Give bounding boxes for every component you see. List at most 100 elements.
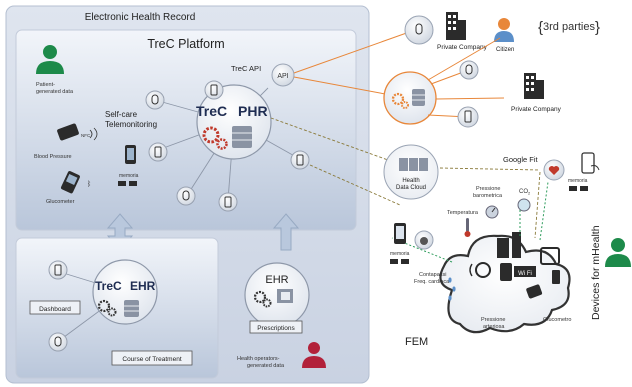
- ehr-node-title: EHR: [265, 274, 288, 286]
- apple-icon: [414, 230, 434, 250]
- co2-label: CO2: [519, 189, 531, 196]
- phr-prefix: TreC: [196, 103, 227, 119]
- gears-icon: [97, 299, 117, 317]
- gauge-icon: [485, 205, 499, 219]
- barometric-label-1: Pressione: [476, 186, 500, 192]
- glucometer-fem-label: Glucometro: [543, 317, 571, 323]
- glucometer-device: [60, 171, 80, 194]
- database-icon: [124, 300, 139, 317]
- step-counter-label: Contapassi: [419, 272, 447, 278]
- ehr-sub-node: TreC EHR: [92, 259, 158, 325]
- api-connections: [293, 29, 416, 97]
- patient-label-2: generated data: [36, 89, 74, 95]
- temperature-label: Temperatura: [447, 210, 479, 216]
- dashboard-label: Dashboard: [39, 306, 71, 313]
- phone-node: [218, 192, 238, 212]
- ehr-sub-strong: EHR: [130, 279, 156, 293]
- phr-strong: PHR: [238, 103, 268, 119]
- phone-node: [148, 142, 168, 162]
- footprints-icon: [448, 277, 456, 301]
- memoria-label: memoria: [568, 178, 588, 184]
- fem-memoria-label: memoria: [390, 251, 410, 257]
- citizen-label: Citizen: [496, 47, 514, 53]
- nfc-label: NFC: [81, 133, 91, 138]
- prescriptions-label: Prescriptions: [257, 325, 295, 332]
- operators-label-2: generated data: [247, 363, 285, 369]
- building-icon: [446, 12, 466, 40]
- phone-node: [48, 260, 68, 280]
- health-cloud-1: Health: [402, 178, 419, 184]
- fem-label: FEM: [405, 336, 428, 348]
- third-parties-text: 3rd parties: [543, 21, 595, 33]
- private-company-2: Private Company: [511, 106, 562, 113]
- self-care-label-2: Telemonitoring: [105, 120, 157, 129]
- patient-label-1: Patient-: [36, 82, 55, 88]
- platform-title: TreC Platform: [147, 37, 224, 51]
- database-icon: [412, 89, 425, 106]
- ehr-sub-prefix: TreC: [95, 279, 122, 293]
- memory-card-icon: [390, 259, 409, 264]
- ehr-node: EHR: [244, 262, 310, 328]
- blood-pressure-label: Blood Pressure: [34, 154, 72, 160]
- mouse-node: [48, 332, 68, 352]
- gears-icon: [391, 92, 409, 109]
- phone-hand-icon: [581, 152, 600, 174]
- memory-card-icon: [118, 181, 137, 186]
- phone-node: [290, 150, 310, 170]
- memoria-label: memoria: [119, 173, 139, 179]
- citizen-icon: [494, 18, 514, 42]
- dashboard-box: Dashboard: [29, 300, 81, 315]
- patient-icon: [36, 45, 64, 74]
- wifi-label: Wi Fi: [518, 271, 532, 277]
- mouse-node: [176, 186, 196, 206]
- api-badge: API: [277, 73, 288, 80]
- thermometer-icon: [464, 218, 471, 237]
- up-arrow: [272, 213, 300, 251]
- memory-card-icon: [569, 186, 588, 191]
- operator-icon: [302, 342, 326, 368]
- mouse-node: [459, 60, 479, 80]
- api-node: API: [271, 63, 295, 87]
- database-icon: [232, 126, 252, 148]
- ehr-panel-title: Electronic Health Record: [85, 12, 196, 23]
- heart-rate-label: Freq. cardiaca: [414, 279, 450, 285]
- phone-device: [125, 145, 136, 164]
- orange-hub: [383, 71, 437, 125]
- glucometer-label: Glucometer: [46, 199, 75, 205]
- gears-icon: [253, 290, 272, 308]
- operators-label-1: Health operators-: [237, 356, 280, 362]
- co2-sensor-icon: [517, 198, 531, 212]
- database-icon: [399, 158, 428, 171]
- health-cloud-node: Health Data Cloud: [383, 144, 439, 200]
- phr-satellites: [145, 80, 310, 212]
- prescriptions-box: Prescriptions: [249, 320, 303, 334]
- gears-icon: [202, 126, 228, 150]
- blood-pressure-fem-2: arteriosa: [483, 324, 505, 330]
- third-party-top: [404, 15, 434, 45]
- bluetooth-icon: ᛒ: [87, 180, 91, 188]
- devices-label: Devices for mHealth: [590, 225, 602, 320]
- health-cloud-2: Data Cloud: [396, 185, 426, 191]
- phone-node: [204, 80, 224, 100]
- google-fit-label: Google Fit: [503, 155, 539, 164]
- fem-devices: Wi Fi: [469, 232, 560, 299]
- heart-icon: [543, 159, 565, 181]
- building-icon: [524, 73, 544, 99]
- api-label: TreC API: [231, 64, 261, 73]
- course-box: Course of Treatment: [111, 350, 193, 366]
- course-label: Course of Treatment: [122, 356, 181, 363]
- third-parties-label: {3rd parties}: [538, 19, 600, 36]
- apple-phone-icon: [394, 223, 406, 244]
- blood-pressure-device: NFC: [57, 123, 98, 141]
- self-care-label-1: Self-care: [105, 110, 138, 119]
- phr-node: TreC PHR: [196, 84, 272, 160]
- barometric-label-2: barometrica: [473, 193, 503, 199]
- trec-platform-panel: TreC Platform: [15, 29, 357, 231]
- dashed-links: [270, 117, 541, 239]
- mouse-node: [145, 90, 165, 110]
- phone-node: [457, 106, 479, 128]
- records-icon: [277, 289, 293, 303]
- private-company-1: Private Company: [437, 44, 488, 51]
- blood-pressure-fem-1: Pressione: [481, 317, 505, 323]
